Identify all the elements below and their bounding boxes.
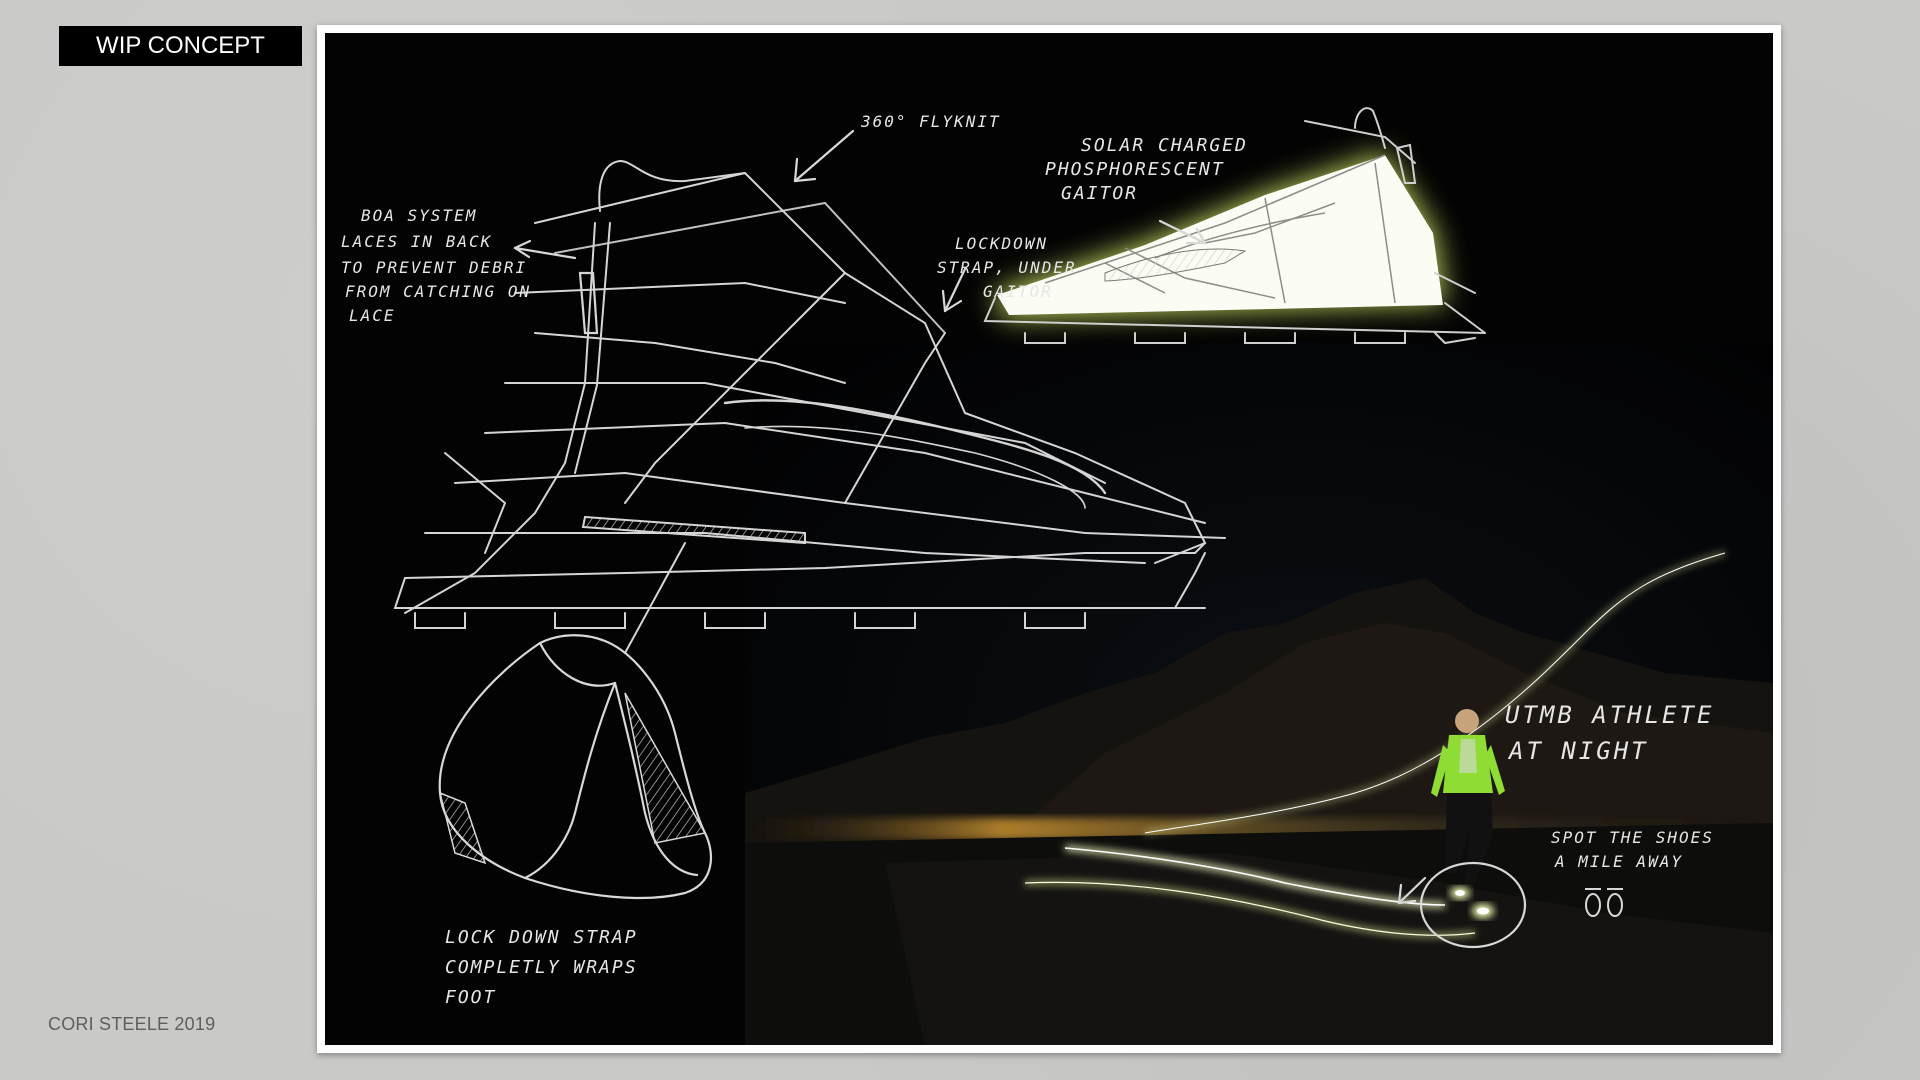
- annotation-solar-line-2: PHOSPHORESCENT: [1045, 159, 1225, 180]
- concept-board: 360° FLYKNIT BOA SYSTEM LACES IN BACK TO…: [325, 33, 1773, 1045]
- annotation-boa-line-1: BOA SYSTEM: [361, 206, 477, 225]
- annotation-wrap-line-1: LOCK DOWN STRAP: [445, 927, 638, 948]
- annotation-solar-line-1: SOLAR CHARGED: [1081, 135, 1248, 156]
- annotation-spot-line-2: A MILE AWAY: [1554, 852, 1683, 871]
- annotation-utmb-line-2: AT NIGHT: [1507, 737, 1649, 765]
- annotation-solar-line-3: GAITOR: [1061, 183, 1138, 204]
- annotation-flyknit: 360° FLYKNIT: [860, 112, 1001, 131]
- strap-sketch: [438, 634, 713, 900]
- main-shoe-sketch: [393, 159, 1226, 654]
- annotation-spot-line-1: SPOT THE SHOES: [1551, 828, 1714, 847]
- annotation-wrap-line-2: COMPLETLY WRAPS: [445, 957, 638, 978]
- annotation-lockdown-line-1: LOCKDOWN: [955, 234, 1048, 253]
- annotation-boa-line-5: LACE: [349, 306, 396, 325]
- author-credit: CORI STEELE 2019: [48, 1014, 216, 1034]
- runner-figure: [1431, 709, 1505, 918]
- annotation-lockdown-line-3: GAITOR: [983, 282, 1053, 301]
- annotation-boa-line-3: TO PREVENT DEBRI: [341, 258, 527, 277]
- sketch-canvas: 360° FLYKNIT BOA SYSTEM LACES IN BACK TO…: [341, 107, 1773, 1045]
- annotation-boa-line-4: FROM CATCHING ON: [345, 282, 531, 301]
- wip-concept-tag: WIP CONCEPT: [59, 26, 302, 66]
- annotation-boa-line-2: LACES IN BACK: [341, 232, 492, 251]
- concept-board-frame: 360° FLYKNIT BOA SYSTEM LACES IN BACK TO…: [317, 25, 1781, 1053]
- annotation-wrap-line-3: FOOT: [445, 987, 496, 1008]
- arrow-icon: [513, 129, 1527, 949]
- annotation-lockdown-line-2: STRAP, UNDER: [937, 258, 1077, 277]
- eyes-icon: [1585, 888, 1623, 917]
- annotation-utmb-line-1: UTMB ATHLETE: [1505, 701, 1714, 729]
- glowing-shoe-sketch: [983, 107, 1486, 345]
